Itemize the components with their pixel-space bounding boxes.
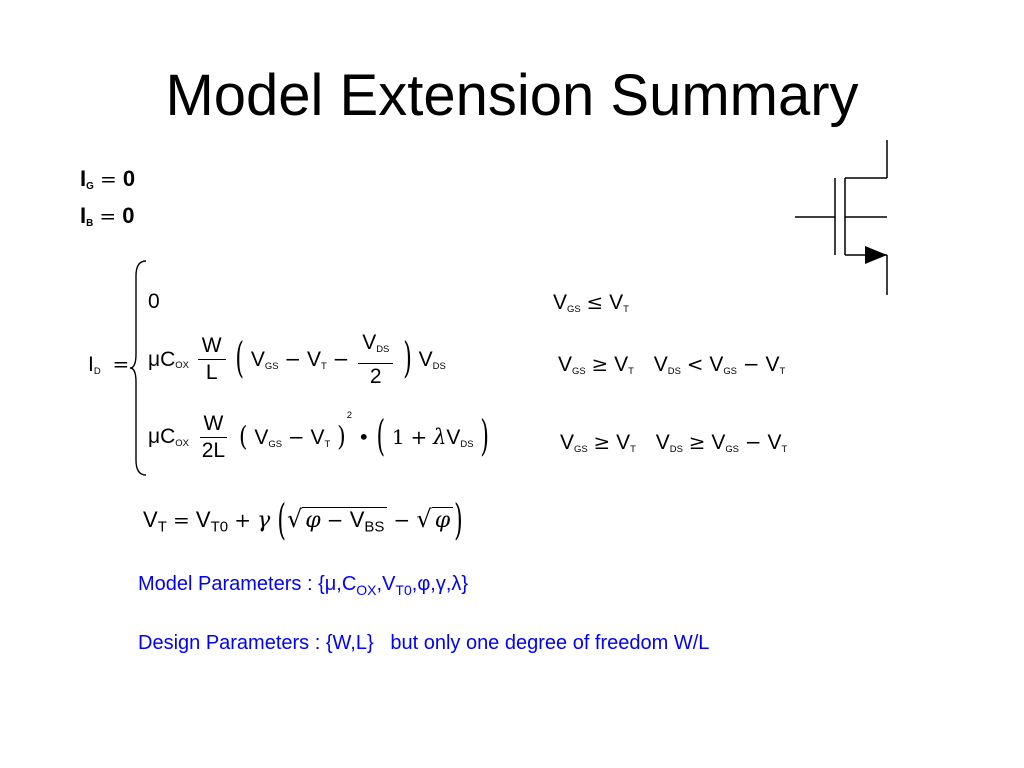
id-sub: D (93, 365, 101, 377)
c1-v2: V (609, 291, 624, 314)
id-lhs: ID = (88, 352, 129, 377)
c3-ox: OX (175, 437, 189, 449)
c2-vt: V (306, 348, 321, 372)
c2-vds-sub: DS (432, 360, 446, 372)
c3-square: 2 (346, 410, 352, 421)
c3-dot: • (357, 425, 370, 450)
c2-minus: − (284, 347, 302, 372)
c2-l: L (205, 361, 218, 385)
c2-vgs-sub: GS (264, 361, 279, 373)
model-parameters: Model Parameters : {μ,COX,VT0,φ,γ,λ} (138, 573, 469, 598)
c2-vgs: V (250, 348, 265, 372)
c1-v-sub: GS (567, 303, 581, 315)
c2-vt-sub: T (320, 361, 327, 373)
c2-w: W (197, 334, 226, 361)
case2-condition: VGS ≥ VT VDS < VGS − VT (558, 352, 786, 377)
c3-2l: 2L (201, 438, 226, 462)
c2-mu-c: μC (148, 347, 176, 371)
id-symbol: I (88, 353, 94, 376)
ig-value: 0 (122, 166, 136, 191)
id-eq: = (112, 352, 130, 376)
c2-ox: OX (175, 360, 189, 372)
ib-symbol: I (80, 203, 87, 228)
c2-vds-over-2: VDS 2 (358, 331, 394, 389)
c2-vds-num-sub: DS (376, 343, 390, 355)
ig-equation: IG = 0 (80, 166, 135, 192)
mosfet-symbol-icon (795, 140, 888, 295)
c2-minus2: − (332, 347, 350, 372)
ig-sub: G (86, 180, 94, 192)
left-brace-icon (129, 260, 147, 476)
ig-symbol: I (80, 166, 87, 191)
c1-op: ≤ (586, 290, 604, 314)
c2-two: 2 (369, 364, 382, 388)
ig-eq: = (99, 167, 117, 191)
c3-mu-c: μC (148, 425, 176, 449)
slide-title: Model Extension Summary (165, 63, 859, 128)
c1-v2-sub: T (623, 303, 629, 315)
case1-expr: 0 (148, 290, 160, 313)
c2-vds: V (418, 347, 433, 371)
ib-eq: = (99, 204, 117, 228)
c2-vds-num: V (362, 331, 377, 354)
c3-w: W (199, 412, 228, 438)
case3-condition: VGS ≥ VT VDS ≥ VGS − VT (560, 430, 788, 455)
vt-equation: VT = VT0 + γ (√φ − VBS − √φ) (143, 497, 463, 545)
case1-condition: VGS ≤ VT (553, 290, 629, 315)
c1-v: V (553, 291, 568, 314)
ib-value: 0 (122, 203, 135, 228)
design-parameters: Design Parameters : {W,L} but only one d… (138, 632, 710, 654)
ib-equation: IB = 0 (80, 203, 135, 229)
ib-sub: B (86, 217, 94, 229)
